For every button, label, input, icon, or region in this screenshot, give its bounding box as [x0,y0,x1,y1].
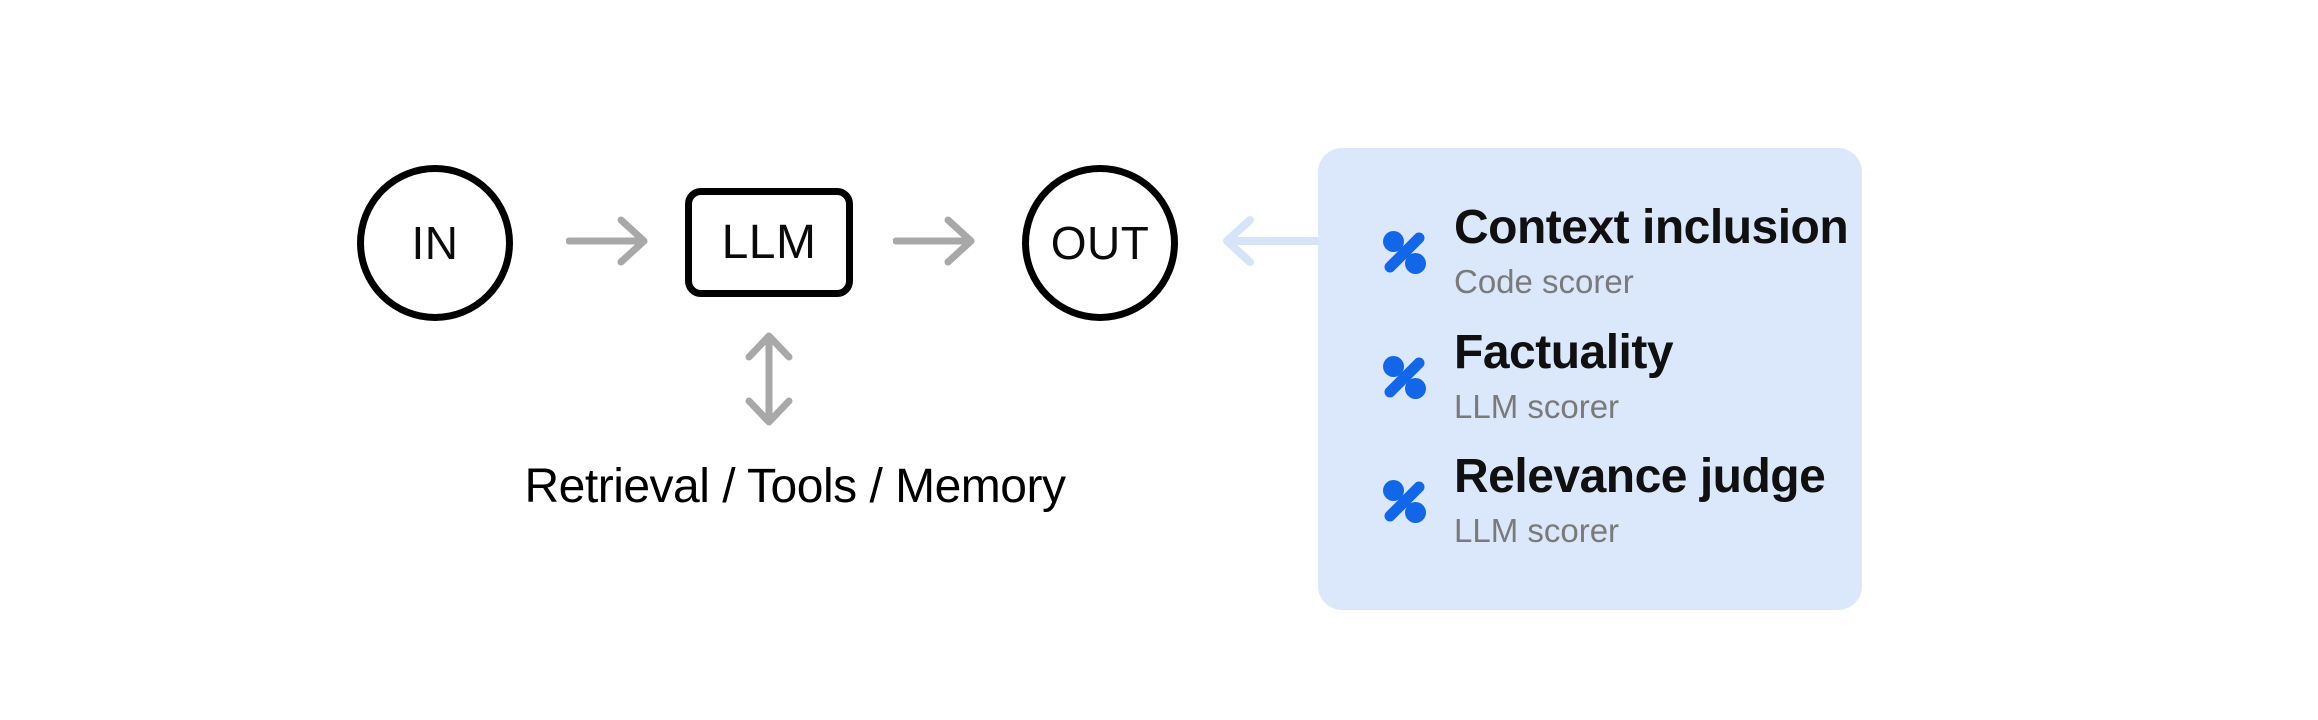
scorers-panel: Context inclusion Code scorer Factuality… [1318,148,1862,610]
scorer-title: Factuality [1454,326,1674,379]
scorer-text: Factuality LLM scorer [1454,326,1674,427]
scorer-percent-icon [1383,355,1426,399]
llm-node: LLM [685,188,853,297]
llm-node-label: LLM [721,216,817,269]
scorer-item-relevance-judge: Relevance judge LLM scorer [1382,450,1826,551]
arrow-right-icon [566,216,648,266]
arrow-left-icon [1223,216,1321,266]
scorer-subtitle: LLM scorer [1454,388,1620,425]
attachments-label: Retrieval / Tools / Memory [524,460,1066,513]
input-node: IN [357,165,513,321]
scorer-percent-icon [1383,479,1426,523]
input-node-label: IN [411,217,459,269]
output-node-label: OUT [1050,217,1150,269]
scorer-percent-icon [1383,230,1426,274]
scorer-item-context-inclusion: Context inclusion Code scorer [1382,201,1849,302]
scorer-title: Relevance judge [1454,450,1826,503]
scorer-text: Relevance judge LLM scorer [1454,450,1826,551]
scorer-subtitle: Code scorer [1454,263,1634,300]
arrow-up-down-icon [745,332,793,426]
scorer-subtitle: LLM scorer [1454,512,1620,549]
scorer-title: Context inclusion [1454,201,1849,254]
scorer-item-factuality: Factuality LLM scorer [1382,326,1674,427]
arrow-right-icon [893,216,975,266]
scorer-text: Context inclusion Code scorer [1454,201,1849,302]
output-node: OUT [1022,165,1178,321]
